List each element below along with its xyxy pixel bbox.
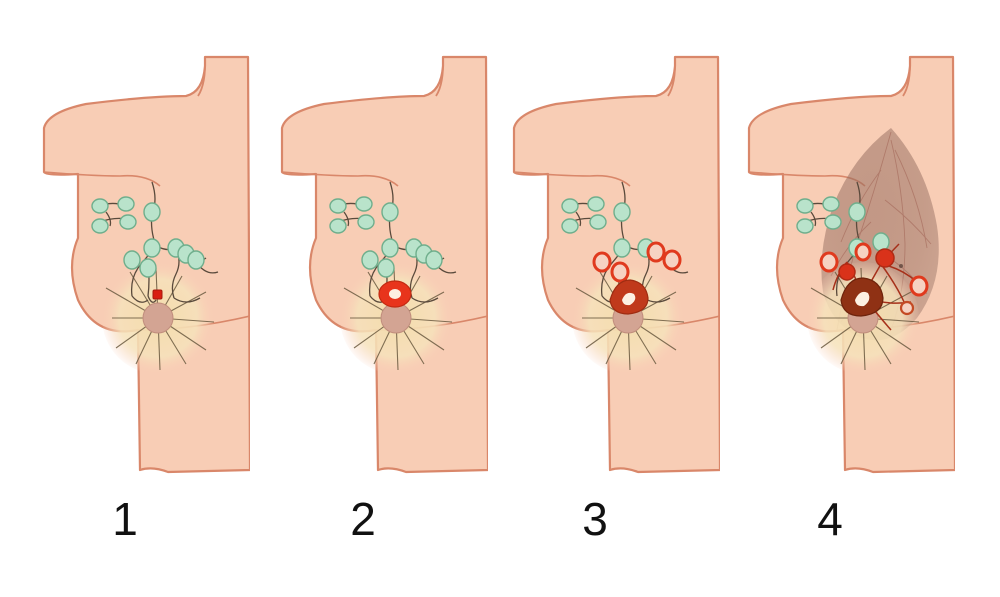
breast-lobules bbox=[340, 262, 453, 374]
tumor-stage-4 bbox=[840, 277, 884, 317]
tumor-stage-2 bbox=[378, 280, 412, 308]
stage-panel-2[interactable]: 2 bbox=[238, 0, 488, 597]
stage-label-3: 3 bbox=[582, 493, 608, 545]
affected-lymph-nodes bbox=[592, 241, 682, 283]
stage-label-1: 1 bbox=[112, 493, 138, 545]
stage-panel-3[interactable]: 3 bbox=[470, 0, 720, 597]
affected-lymph-nodes bbox=[819, 242, 929, 316]
stage-label-2: 2 bbox=[350, 493, 376, 545]
tumor-stage-3 bbox=[609, 279, 649, 315]
healthy-lymph-nodes bbox=[329, 196, 443, 278]
stage-label-4: 4 bbox=[817, 493, 843, 545]
stage-panel-1[interactable]: 1 bbox=[0, 0, 250, 597]
breast-lobules bbox=[572, 262, 685, 374]
stage-panel-4[interactable]: 4 bbox=[705, 0, 955, 597]
tumor-stage-1 bbox=[152, 289, 163, 300]
breast-lobules bbox=[102, 262, 215, 374]
healthy-lymph-nodes bbox=[91, 196, 205, 278]
